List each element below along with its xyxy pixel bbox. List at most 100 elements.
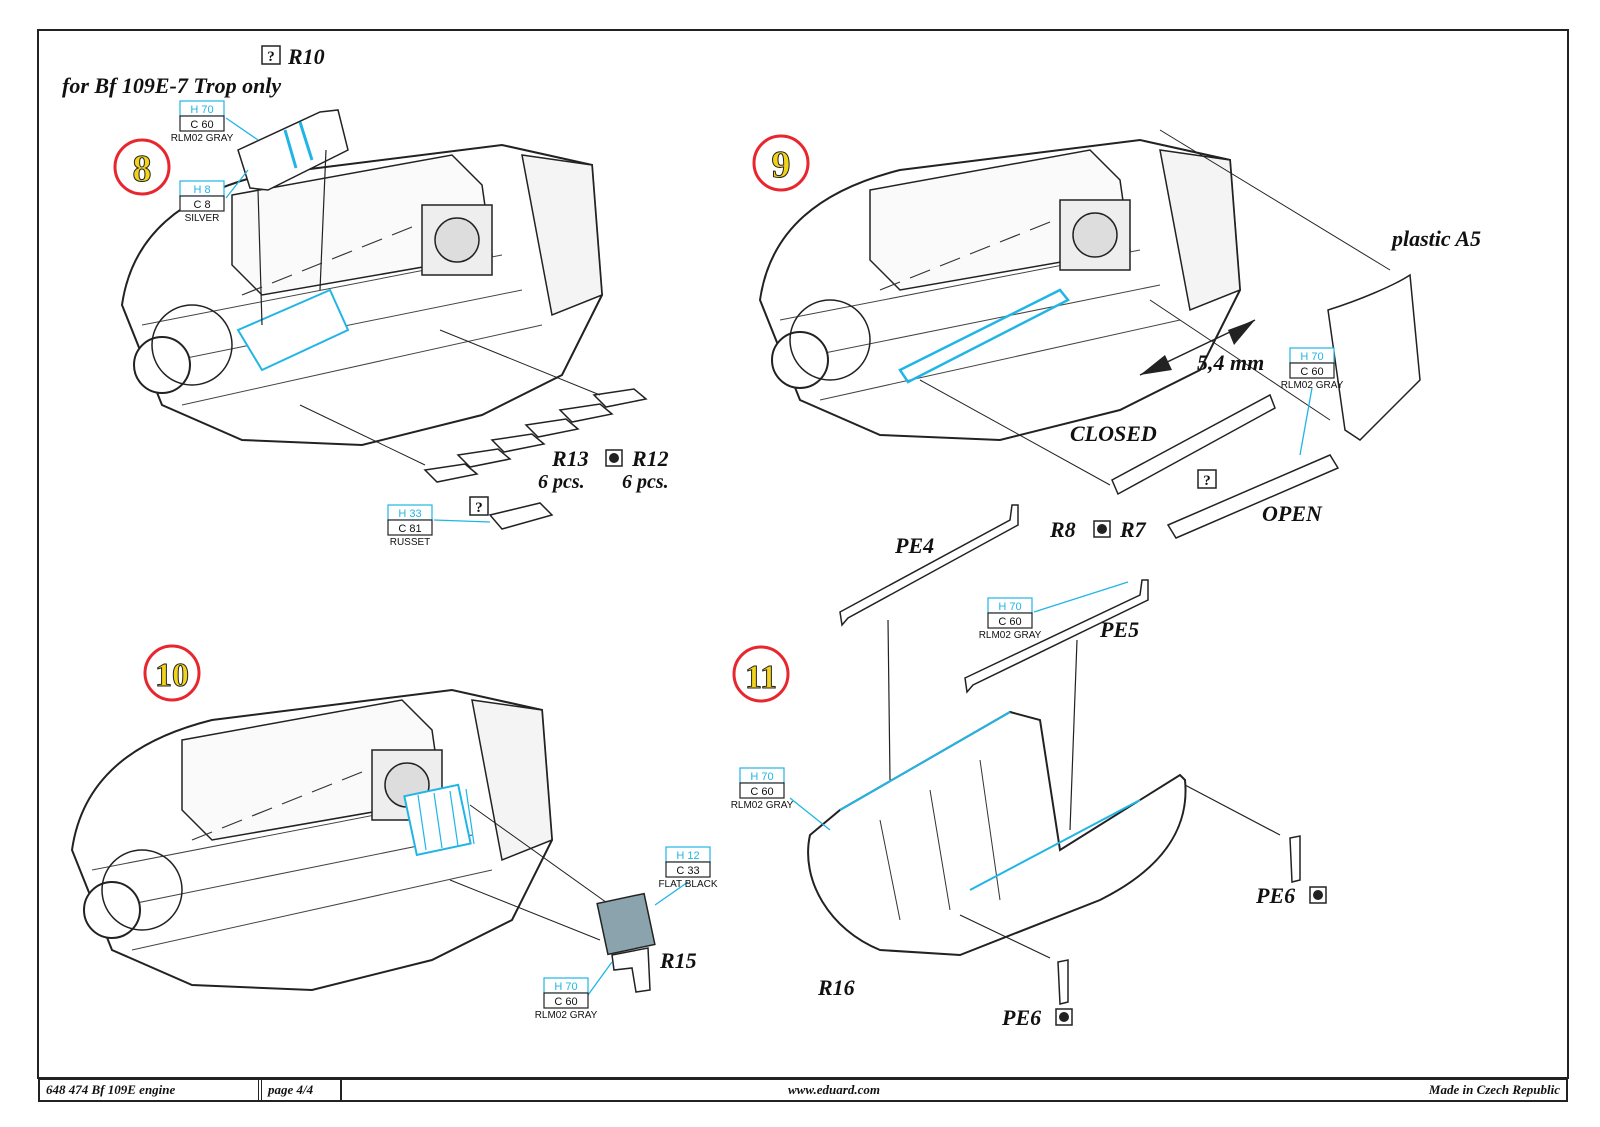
- pe6-arrow-a: [1184, 784, 1281, 836]
- r15-leader: [449, 804, 611, 941]
- closed-label: CLOSED: [1070, 421, 1157, 446]
- pe-arrows: [887, 619, 1078, 831]
- q-mark: ?: [267, 49, 275, 65]
- part-r15-label: R15: [659, 948, 697, 973]
- vent-symbol: [609, 453, 619, 463]
- paint-h-code: H 70: [998, 601, 1021, 613]
- q-mark: ?: [475, 500, 483, 516]
- footer-page: page 4/4: [262, 1080, 342, 1100]
- footer: 648 474 Bf 109E engine page 4/4 www.edua…: [38, 1078, 1568, 1102]
- part-r15-drawing: [596, 892, 656, 956]
- paint-callout: H 12 C 33 FLAT BLACK: [654, 846, 718, 906]
- dimension-arrowhead: [1140, 355, 1172, 375]
- paint-callout: H 70 C 60 RLM02 GRAY: [1281, 347, 1344, 456]
- engine-drawing-9: [759, 139, 1241, 441]
- part-r16-drawing: [807, 710, 1187, 957]
- pe6-arrow-b: [959, 914, 1051, 959]
- r16-edge-highlight: [839, 711, 1141, 891]
- paint-name: RLM02 GRAY: [171, 133, 234, 144]
- paint-c-code: C 81: [398, 523, 421, 535]
- paint-h-code: H 70: [1300, 351, 1323, 363]
- vent-symbol: [1313, 890, 1323, 900]
- paint-leader: [433, 519, 491, 523]
- paint-c-code: C 60: [998, 616, 1021, 628]
- part-r7-drawing: [1166, 454, 1340, 539]
- step-10: 10 R15: [71, 644, 697, 993]
- part-r13-label: R13: [551, 446, 589, 471]
- step-9-circle: [752, 134, 810, 192]
- part-r8-drawing: [1111, 393, 1276, 496]
- step-11-circle: [732, 645, 790, 703]
- engine-drawing-10: [71, 689, 553, 991]
- paint-c-code: C 33: [676, 865, 699, 877]
- paint-name: FLAT BLACK: [658, 879, 717, 890]
- exhaust-stubs: [423, 388, 648, 530]
- r12-qty: 6 pcs.: [622, 471, 669, 493]
- paint-leader: [1299, 387, 1313, 456]
- open-label: OPEN: [1262, 501, 1323, 526]
- paint-name: RUSSET: [390, 537, 431, 548]
- part-r8-label: R8: [1049, 517, 1076, 542]
- paint-c-box: [665, 861, 711, 878]
- footer-website: www.eduard.com: [788, 1082, 880, 1097]
- part-r12-label: R12: [631, 446, 669, 471]
- filter-on-engine: [236, 288, 350, 372]
- radiator-fins: [417, 788, 475, 851]
- paint-c-box: [987, 612, 1033, 629]
- pe4-label: PE4: [894, 533, 934, 558]
- r7-leader: [919, 379, 1111, 486]
- q-mark: ?: [1203, 473, 1211, 489]
- step-10-number: 10: [155, 657, 189, 694]
- pe4-drawing: [839, 504, 1019, 627]
- step-11: 11 PE4 PE5 R16 PE6 PE6: [732, 504, 1327, 1030]
- rail-on-engine: [898, 288, 1070, 384]
- paint-c-code: C 60: [190, 119, 213, 131]
- panel-leader: [1149, 129, 1391, 421]
- unknown-part-box: [1197, 469, 1217, 489]
- pe6-drawing-a: [1289, 835, 1301, 883]
- paint-c-box: [543, 992, 589, 1009]
- vent-symbol: [1097, 524, 1107, 534]
- step-11-number: 11: [745, 659, 777, 696]
- part-r10-drawing: [237, 109, 349, 191]
- step-8: 8 ? R10 for Bf 109E-7 Trop only R13 R12 …: [62, 44, 669, 530]
- paint-h-code: H 70: [554, 981, 577, 993]
- paint-leader: [654, 881, 689, 906]
- paint-c-code: C 60: [750, 786, 773, 798]
- paint-leader: [1033, 581, 1129, 613]
- paint-c-box: [739, 782, 785, 799]
- step-9-number: 9: [772, 144, 791, 186]
- unknown-part-box: [469, 496, 489, 516]
- paint-c-box: [179, 115, 225, 132]
- trop-note: for Bf 109E-7 Trop only: [62, 73, 281, 98]
- dimension-arrowhead: [1228, 320, 1255, 345]
- paint-c-code: C 60: [1300, 366, 1323, 378]
- pe6-drawing-b: [1057, 959, 1069, 1005]
- plastic-a5-panel: [1327, 273, 1421, 441]
- paint-name: RLM02 GRAY: [731, 800, 794, 811]
- step-9: 9 plastic A5 5,4 mm CLOSED ? OPEN R8 R7: [752, 129, 1481, 542]
- part-r15-frame: [611, 947, 651, 993]
- part-r16-label: R16: [817, 975, 855, 1000]
- pe6a-label: PE6: [1255, 883, 1295, 908]
- paint-h-code: H 33: [398, 508, 421, 520]
- paint-h-code: H 70: [190, 104, 213, 116]
- paint-leader: [225, 169, 249, 199]
- exhaust-leader: [299, 329, 601, 466]
- plastic-a5-label: plastic A5: [1390, 226, 1481, 251]
- paint-h-code: H 12: [676, 850, 699, 862]
- paint-name: RLM02 GRAY: [1281, 380, 1344, 391]
- pe5-label: PE5: [1099, 617, 1139, 642]
- paint-c-code: C 8: [193, 199, 210, 211]
- paint-h-code: H 8: [193, 184, 210, 196]
- unknown-part-box: [261, 45, 281, 65]
- paint-c-box: [1289, 362, 1335, 379]
- paint-c-code: C 60: [554, 996, 577, 1008]
- footer-origin: Made in Czech Republic: [1428, 1082, 1560, 1097]
- dimension-label: 5,4 mm: [1197, 350, 1264, 375]
